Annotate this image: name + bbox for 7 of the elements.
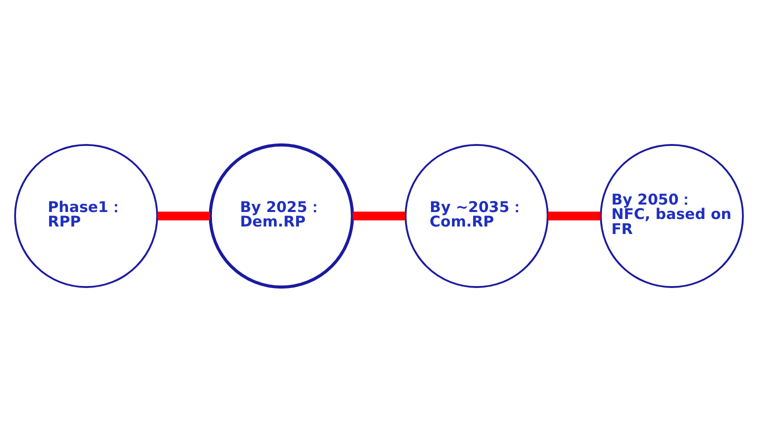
node-circle: By ~2035： Com.RP [404, 144, 549, 288]
node-circle: By 2050： NFC, based on FR [600, 144, 744, 288]
node-circle: By 2025： Dem.RP [208, 143, 354, 289]
connector [158, 212, 210, 220]
connector [352, 212, 406, 220]
node-circle: Phase1： RPP [14, 144, 158, 288]
connector [548, 212, 601, 220]
